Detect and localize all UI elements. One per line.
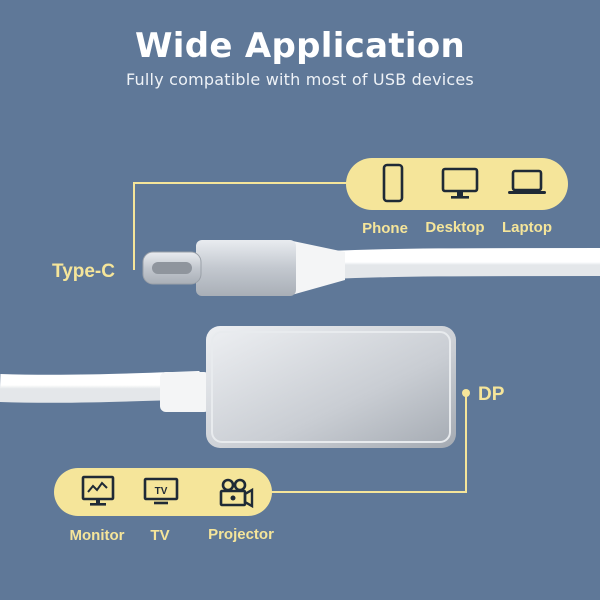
device-label-projector: Projector bbox=[208, 526, 274, 543]
usb-c-plug-slot bbox=[152, 262, 192, 274]
usb-c-strain-relief bbox=[288, 240, 345, 296]
tv-icon: TV bbox=[142, 476, 180, 508]
device-label-monitor: Monitor bbox=[69, 527, 125, 544]
type-c-connector-line-v bbox=[133, 182, 135, 270]
usb-c-cable bbox=[329, 248, 600, 279]
device-label-laptop: Laptop bbox=[502, 219, 552, 236]
dp-strain-relief bbox=[160, 372, 210, 412]
page-subtitle: Fully compatible with most of USB device… bbox=[126, 70, 474, 89]
dp-connector-line-v bbox=[465, 393, 467, 493]
port-label-dp: DP bbox=[478, 384, 505, 405]
laptop-icon bbox=[506, 168, 548, 198]
port-label-type-c: Type-C bbox=[52, 261, 115, 282]
usb-c-housing bbox=[196, 240, 296, 296]
dp-housing bbox=[206, 326, 456, 448]
phone-icon bbox=[380, 163, 406, 203]
device-label-tv: TV bbox=[150, 527, 170, 544]
page-title: Wide Application bbox=[134, 26, 466, 66]
projector-icon bbox=[216, 476, 256, 510]
monitor-icon bbox=[80, 474, 116, 510]
dp-connector-line-h bbox=[270, 491, 467, 493]
device-label-desktop: Desktop bbox=[425, 219, 485, 236]
svg-text:TV: TV bbox=[155, 486, 168, 497]
type-c-connector-line-h bbox=[133, 182, 348, 184]
device-label-phone: Phone bbox=[362, 220, 408, 237]
desktop-icon bbox=[440, 166, 480, 202]
